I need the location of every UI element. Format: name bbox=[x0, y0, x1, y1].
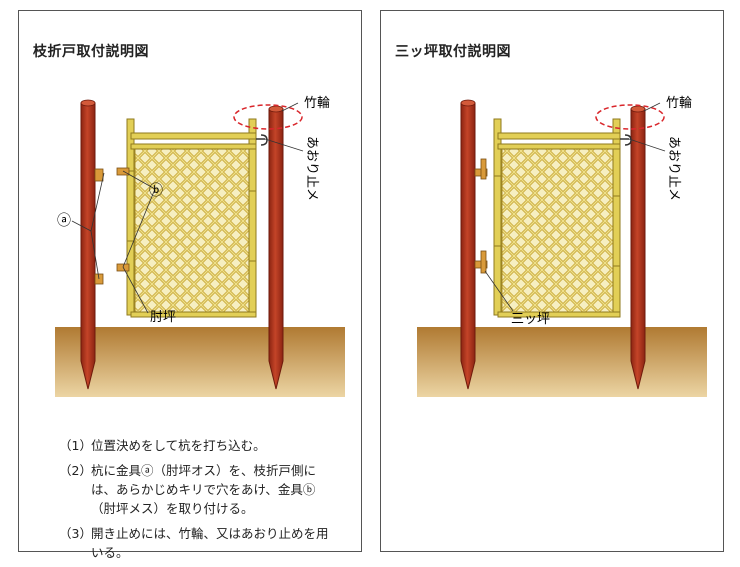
instruction-step: （2） 杭に金具ⓐ（肘坪オス）を、枝折戸側には、あらかじめキリで穴をあけ、金具ⓑ… bbox=[59, 463, 317, 516]
shiorido-diagram: 竹輪 あおり止メ ⓐ ⓑ 肘坪 bbox=[55, 95, 345, 397]
lattice-panel bbox=[134, 148, 250, 314]
post-right bbox=[630, 105, 646, 390]
post-left bbox=[460, 99, 476, 390]
label-chikuwa: 竹輪 bbox=[304, 95, 330, 111]
lattice-panel bbox=[501, 148, 614, 314]
label-metal-a: ⓐ bbox=[57, 213, 71, 229]
leader-lines bbox=[484, 102, 666, 312]
aori-tome-hook bbox=[256, 134, 268, 146]
leader-lines bbox=[71, 102, 304, 314]
chikuwa-circle bbox=[233, 104, 303, 130]
label-aori-tome: あおり止メ bbox=[304, 136, 319, 201]
bamboo-frame bbox=[493, 118, 621, 318]
label-chikuwa: 竹輪 bbox=[666, 95, 692, 111]
panel-shiorido: 枝折戸取付説明図 bbox=[18, 10, 362, 560]
bamboo-frame bbox=[126, 118, 257, 318]
panel-title: 枝折戸取付説明図 bbox=[33, 44, 149, 60]
chikuwa-circle bbox=[595, 104, 665, 130]
instruction-step: （3） 開き止めには、竹輪、又はあおり止めを用いる。 bbox=[59, 526, 329, 560]
aori-tome-hook bbox=[620, 134, 632, 146]
post-left bbox=[80, 99, 96, 390]
ground bbox=[55, 327, 345, 397]
panel-title: 三ッ坪取付説明図 bbox=[395, 44, 511, 60]
label-chutsubo: 肘坪 bbox=[150, 310, 176, 325]
instructions: （1） 位置決めをして杭を打ち込む。 （2） 杭に金具ⓐ（肘坪オス）を、枝折戸側… bbox=[59, 436, 329, 562]
label-mitsutsubo: 三ッ坪 bbox=[511, 312, 550, 327]
instruction-step: （1） 位置決めをして杭を打ち込む。 bbox=[59, 438, 266, 453]
panel-mitsutsubo: 三ッ坪取付説明図 bbox=[380, 10, 724, 552]
label-metal-b: ⓑ bbox=[149, 183, 163, 199]
hardware-a bbox=[94, 168, 104, 285]
label-aori-tome: あおり止メ bbox=[666, 136, 681, 201]
post-right bbox=[268, 105, 284, 390]
mitsutsubo-diagram: 竹輪 あおり止メ 三ッ坪 bbox=[417, 95, 707, 397]
mitsutsubo-hinge bbox=[474, 158, 488, 274]
